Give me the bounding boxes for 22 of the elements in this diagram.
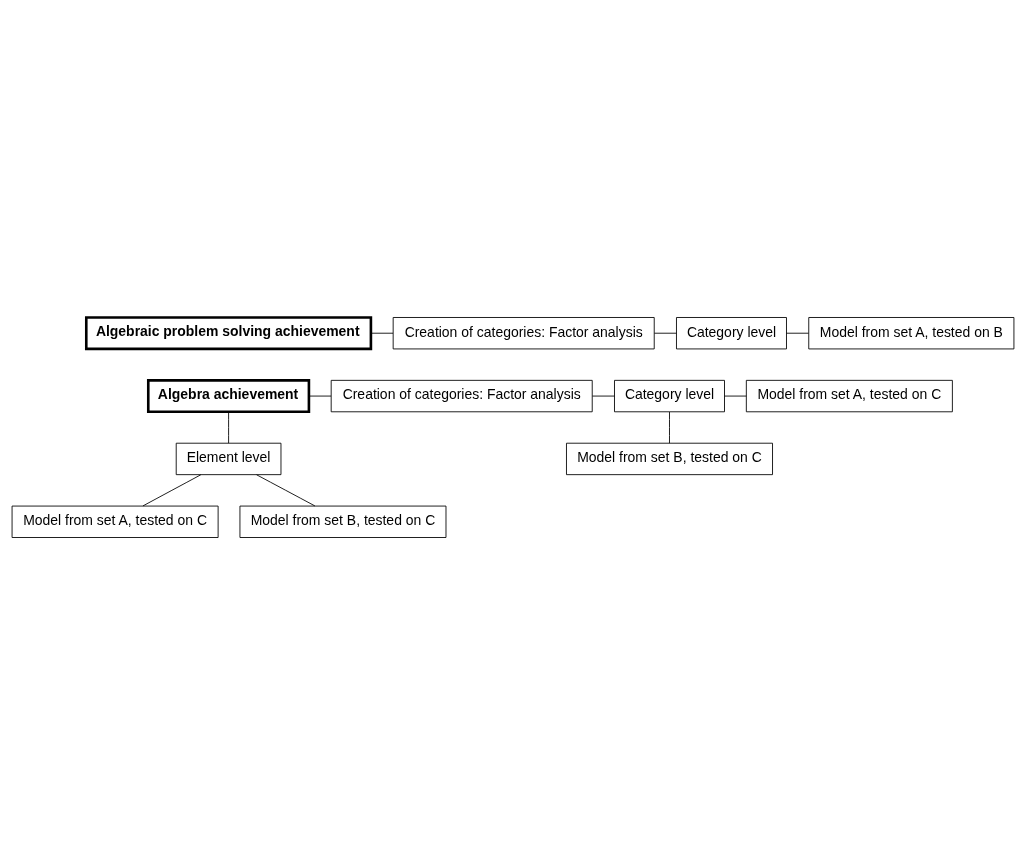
node-box: Creation of categories: Factor analysis: [330, 379, 593, 412]
node-box: Algebra achievement: [146, 378, 311, 413]
node-box: Model from set A, tested on C: [745, 379, 953, 412]
node-box: Model from set A, tested on B: [808, 316, 1015, 349]
node-box: Creation of categories: Factor analysis: [392, 316, 655, 349]
connector: [669, 411, 670, 444]
node-box: Model from set B, tested on C: [239, 505, 447, 538]
connector: [142, 473, 202, 506]
node-box: Model from set B, tested on C: [566, 442, 773, 475]
connector: [591, 395, 615, 396]
node-box: Category level: [614, 379, 725, 412]
connector: [786, 332, 809, 334]
connector: [370, 332, 394, 334]
connector: [228, 411, 230, 444]
connector: [653, 332, 677, 334]
connector: [256, 473, 316, 506]
node-box: Element level: [175, 442, 282, 475]
node-box: Model from set A, tested on C: [11, 505, 219, 538]
connector: [724, 395, 747, 396]
node-box: Category level: [676, 316, 787, 349]
connector: [308, 395, 332, 396]
node-box: Algebraic problem solving achievement: [84, 315, 373, 350]
